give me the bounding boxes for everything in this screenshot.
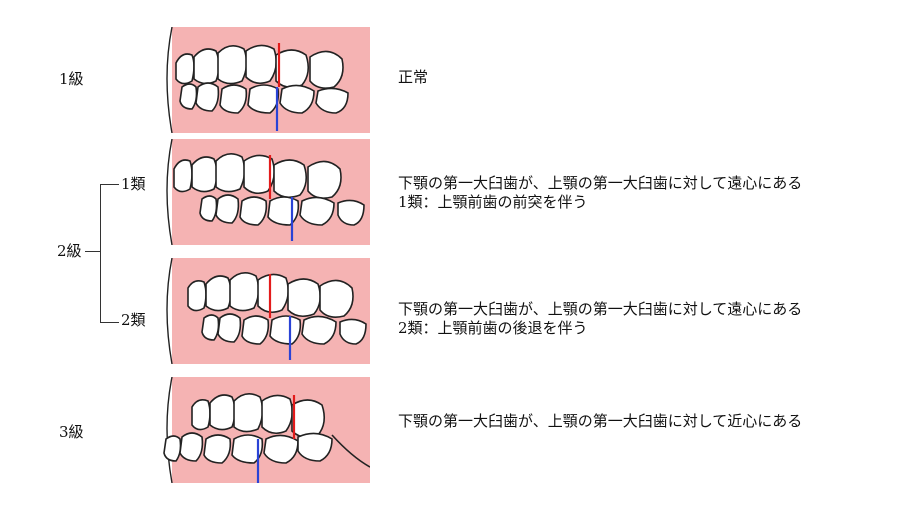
occlusion-panel-grade-3 bbox=[152, 377, 370, 483]
description-grade-1: 正常 bbox=[398, 68, 428, 87]
teeth-illustration bbox=[166, 258, 370, 364]
description-line: 下顎の第一大臼歯が、上顎の第一大臼歯に対して近心にある bbox=[398, 412, 803, 430]
description-line: 2類：上顎前歯の後退を伴う bbox=[398, 319, 588, 337]
grade-1-label: 1級 bbox=[59, 70, 84, 88]
description-grade-3: 下顎の第一大臼歯が、上顎の第一大臼歯に対して近心にある bbox=[398, 412, 802, 431]
description-class-2-div-1: 下顎の第一大臼歯が、上顎の第一大臼歯に対して遠心にある 1類：上顎前歯の前突を伴… bbox=[398, 174, 802, 212]
lower-teeth bbox=[201, 313, 367, 345]
teeth-illustration bbox=[166, 139, 370, 245]
description-line: 1類：上顎前歯の前突を伴う bbox=[398, 193, 588, 211]
bracket-stem bbox=[85, 251, 100, 252]
lower-teeth bbox=[163, 432, 333, 464]
grade-3-label: 3級 bbox=[59, 423, 84, 441]
subtype-2-label: 2類 bbox=[121, 311, 146, 329]
lower-teeth bbox=[199, 194, 365, 226]
subtype-1-label: 1類 bbox=[121, 175, 146, 193]
teeth-illustration bbox=[163, 377, 370, 483]
occlusion-panel-class-2-div-2 bbox=[152, 258, 370, 364]
grade-2-label: 2級 bbox=[57, 242, 82, 260]
description-class-2-div-2: 下顎の第一大臼歯が、上顎の第一大臼歯に対して遠心にある 2類：上顎前歯の後退を伴… bbox=[398, 300, 802, 338]
upper-teeth bbox=[187, 272, 354, 318]
occlusion-panel-grade-1 bbox=[152, 27, 370, 133]
teeth-illustration bbox=[166, 27, 370, 133]
description-line: 正常 bbox=[398, 68, 429, 86]
description-line: 下顎の第一大臼歯が、上顎の第一大臼歯に対して遠心にある bbox=[398, 300, 803, 318]
upper-teeth bbox=[173, 153, 342, 199]
occlusion-panel-class-2-div-1 bbox=[152, 139, 370, 245]
lower-teeth bbox=[179, 82, 349, 114]
description-line: 下顎の第一大臼歯が、上顎の第一大臼歯に対して遠心にある bbox=[398, 174, 803, 192]
upper-teeth bbox=[191, 393, 326, 439]
upper-teeth bbox=[175, 44, 344, 89]
bracket-vertical bbox=[100, 184, 119, 323]
